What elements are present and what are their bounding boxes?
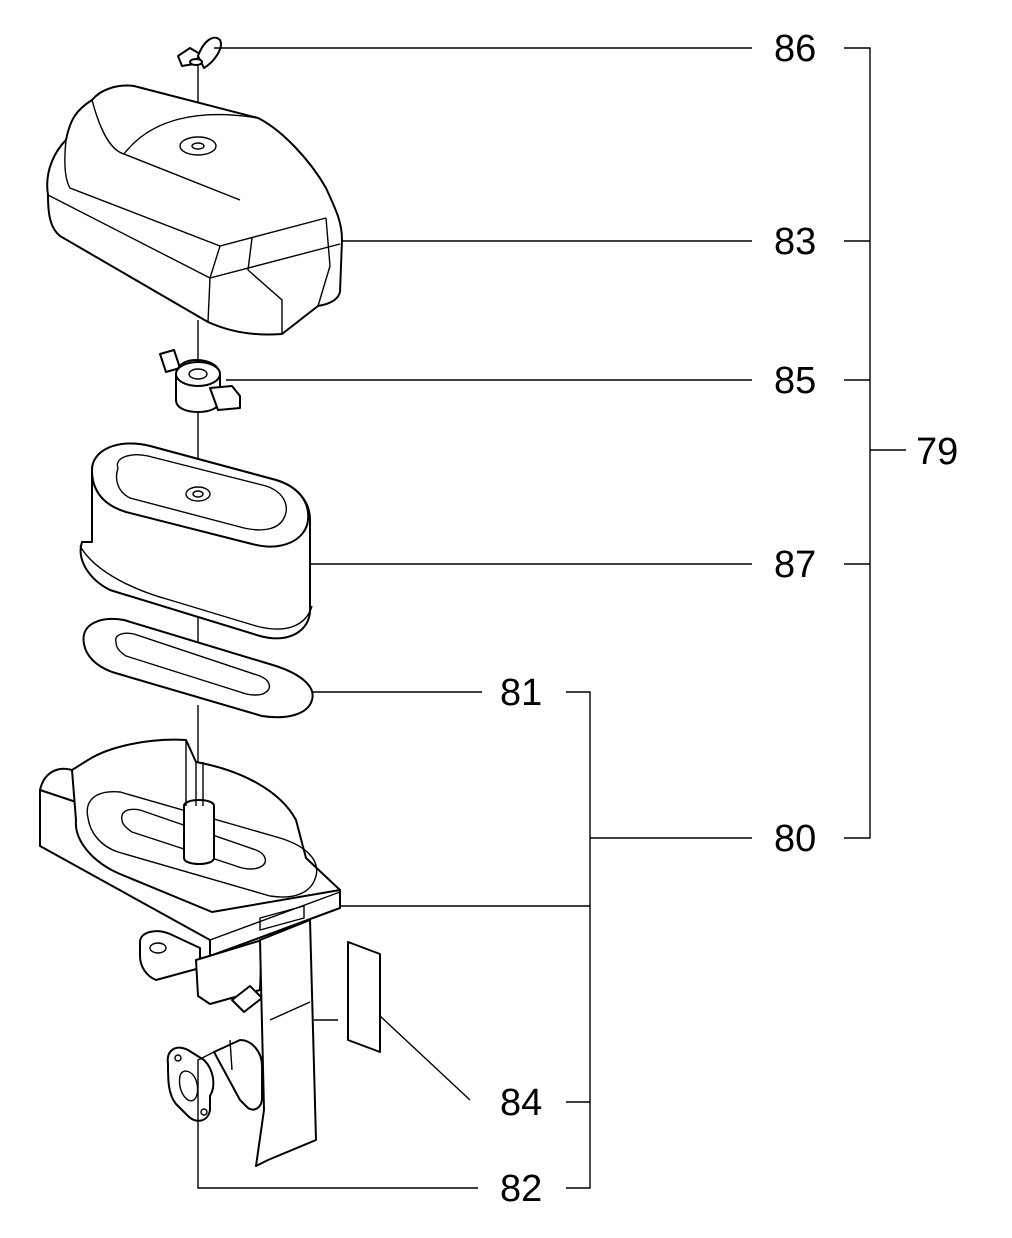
knob-nut-part xyxy=(159,349,241,413)
manifold-gasket-part xyxy=(166,1046,215,1122)
callout-87: 87 xyxy=(774,544,816,586)
callout-79: 79 xyxy=(916,431,958,473)
callout-85: 85 xyxy=(774,360,816,402)
callout-86: 86 xyxy=(774,28,816,70)
air-cleaner-cover-part xyxy=(46,84,343,336)
callout-84: 84 xyxy=(500,1082,542,1124)
callout-80: 80 xyxy=(774,818,816,860)
leader-lines xyxy=(197,47,906,1189)
leader-82 xyxy=(197,1051,478,1189)
leader-84 xyxy=(379,1015,471,1101)
air-filter-element-part xyxy=(79,442,313,640)
callout-81: 81 xyxy=(500,672,542,714)
gasket-part xyxy=(82,618,314,719)
air-cleaner-base-part xyxy=(39,738,341,1167)
wing-nut-part xyxy=(177,36,222,69)
callout-83: 83 xyxy=(774,221,816,263)
bracket-80 xyxy=(566,691,591,1189)
callout-82: 82 xyxy=(500,1168,542,1210)
bracket-79 xyxy=(844,47,871,839)
label-decal-part xyxy=(347,941,381,1053)
